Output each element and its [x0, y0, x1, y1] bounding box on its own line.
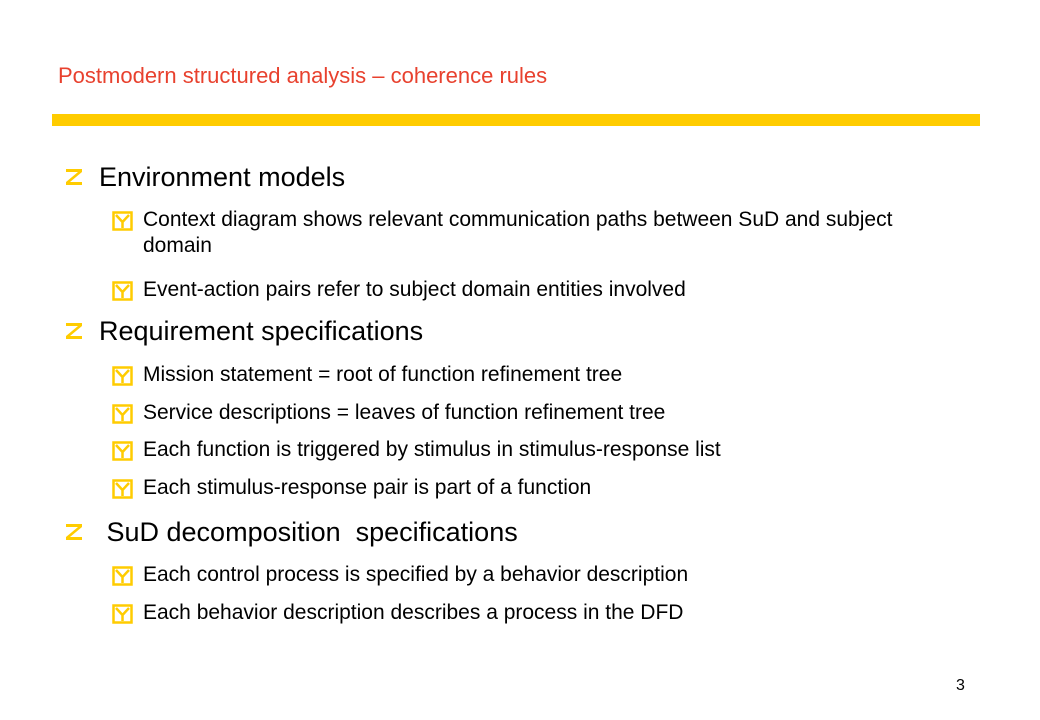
list-item-control-process: Each control process is specified by a b…	[112, 562, 912, 588]
yellow-y-bullet-icon	[112, 441, 133, 461]
slide-title: Postmodern structured analysis – coheren…	[58, 63, 548, 88]
list-item-text: Each behavior description describes a pr…	[143, 601, 684, 624]
yellow-y-bullet-icon	[112, 281, 133, 301]
yellow-z-bullet-icon	[66, 524, 82, 540]
list-item-event-action-pairs: Event-action pairs refer to subject doma…	[112, 277, 912, 303]
list-item-text: Mission statement = root of function ref…	[143, 363, 623, 386]
yellow-y-bullet-icon	[112, 211, 133, 231]
list-item-context-diagram: Context diagram shows relevant communica…	[112, 207, 912, 259]
list-item-text: Each control process is specified by a b…	[143, 563, 689, 586]
yellow-y-bullet-icon	[112, 566, 133, 586]
yellow-y-bullet-icon	[112, 404, 133, 424]
list-item-mission-statement: Mission statement = root of function ref…	[112, 362, 912, 388]
title-rule	[52, 114, 980, 126]
list-item-each-function-triggered: Each function is triggered by stimulus i…	[112, 437, 912, 463]
yellow-y-bullet-icon	[112, 479, 133, 499]
yellow-y-bullet-icon	[112, 604, 133, 624]
list-item-stimulus-response-pair: Each stimulus-response pair is part of a…	[112, 475, 912, 501]
list-item-text: Each stimulus-response pair is part of a…	[143, 476, 592, 499]
section-heading-text: Requirement specifications	[99, 316, 424, 346]
yellow-z-bullet-icon	[66, 323, 82, 339]
list-item-behavior-description: Each behavior description describes a pr…	[112, 600, 912, 626]
list-item-text: Context diagram shows relevant communica…	[143, 208, 893, 257]
yellow-y-bullet-icon	[112, 366, 133, 386]
list-item-text: Service descriptions = leaves of functio…	[143, 401, 666, 424]
section-heading-text: SuD decomposition specifications	[99, 517, 518, 547]
page-number: 3	[956, 677, 965, 694]
list-item-text: Each function is triggered by stimulus i…	[143, 438, 721, 461]
section-heading-text: Environment models	[99, 162, 346, 192]
list-item-service-descriptions: Service descriptions = leaves of functio…	[112, 400, 912, 426]
yellow-z-bullet-icon	[66, 169, 82, 185]
list-item-text: Event-action pairs refer to subject doma…	[143, 278, 686, 301]
